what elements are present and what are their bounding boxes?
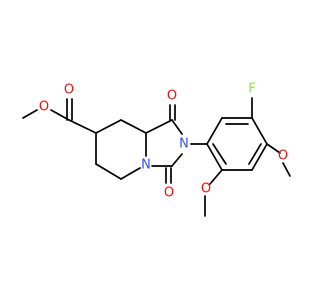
bond-ar4-o	[266, 143, 281, 154]
bond-c8a-c1	[145, 119, 173, 134]
bond-ar4-ar5	[251, 143, 268, 171]
bond-ar-inner-3	[212, 143, 227, 165]
bond-ar6-ar1	[206, 143, 223, 171]
bond-ar1-ar2	[206, 117, 223, 145]
molecule-structure: O O O O N N F O O	[22, 82, 291, 217]
atom-n-imide: N	[179, 137, 189, 152]
bond-n4-c5	[120, 167, 141, 180]
bond-carbonyl-c7	[68, 119, 97, 134]
bond-o-methyl-para	[282, 162, 291, 177]
bond-c8-c8a	[120, 119, 147, 134]
atom-f-aryl: F	[248, 82, 255, 97]
atom-o-imide-top: O	[167, 89, 177, 104]
molecule-canvas: O O O O N N F O O	[22, 82, 291, 217]
bond-ar-inner-2	[248, 143, 262, 165]
atom-n-ring-fusion: N	[141, 158, 151, 173]
bond-ar3-ar4	[251, 117, 268, 145]
bond-c5-c6	[95, 163, 122, 180]
atom-o-methoxy-ortho: O	[201, 182, 211, 197]
bond-n2-c3	[171, 153, 183, 167]
bonds	[22, 97, 291, 217]
atom-labels: O O O O N N F O O	[39, 82, 288, 201]
atom-o-imide-bottom: O	[164, 186, 174, 201]
atom-o-ester-ether: O	[39, 100, 49, 115]
bond-c7-c8	[95, 119, 122, 134]
bond-c1-n2	[171, 119, 183, 135]
bond-o-carbonyl-c	[50, 109, 70, 121]
atom-o-ester-carbonyl: O	[64, 83, 74, 98]
atom-o-methoxy-para: O	[278, 149, 288, 164]
bond-ar6-o	[209, 169, 223, 185]
bond-methyl-o	[22, 109, 38, 119]
